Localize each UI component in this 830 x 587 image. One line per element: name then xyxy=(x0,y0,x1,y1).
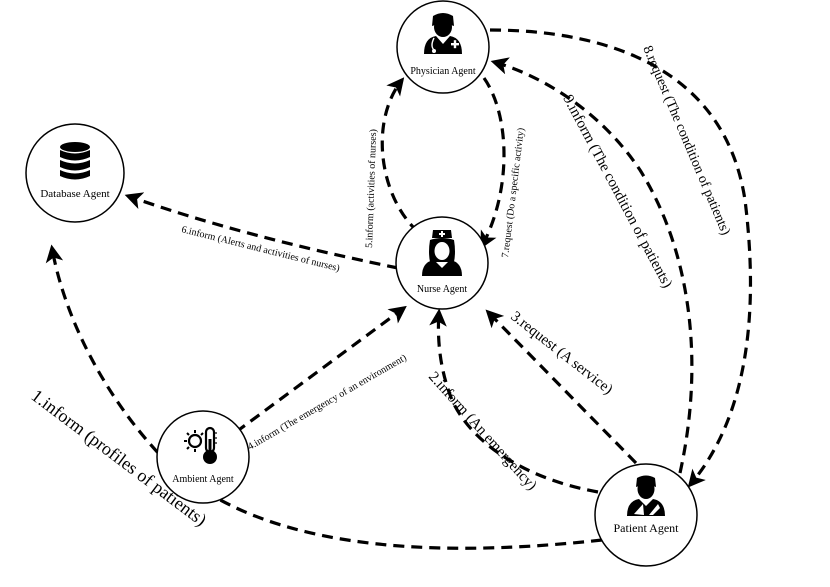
edge-3-patient-to-nurse xyxy=(485,309,638,465)
patient-agent-node: Patient Agent xyxy=(594,463,698,567)
database-agent-node: Database Agent xyxy=(25,123,125,223)
physician-agent-node: Physician Agent xyxy=(396,0,490,94)
patient-agent-label: Patient Agent xyxy=(614,521,680,535)
edges xyxy=(45,28,753,550)
edge-1-patient-to-database xyxy=(45,244,603,550)
nurse-icon xyxy=(422,230,462,276)
thermometer-sun-icon xyxy=(184,426,217,464)
edge-2-patient-to-nurse xyxy=(429,308,599,494)
patient-icon xyxy=(627,475,665,516)
edge-4-label: 4.inform (The emergency of an environmen… xyxy=(246,352,409,452)
edge-7-physician-to-nurse xyxy=(480,77,506,250)
doctor-icon xyxy=(424,13,462,54)
edge-labels: 1.inform (profiles of patients) 2.inform… xyxy=(27,44,733,531)
ambient-agent-node: Ambient Agent xyxy=(156,410,250,504)
edge-5-label: 5.inform (activities of nurses) xyxy=(364,129,379,248)
edge-8-physician-to-patient xyxy=(489,28,753,488)
physician-agent-label: Physician Agent xyxy=(410,66,475,77)
database-icon xyxy=(60,142,90,180)
nurse-agent-label: Nurse Agent xyxy=(417,284,467,295)
edge-9-label: 9.inform (The condition of patients) xyxy=(559,92,675,290)
nurse-agent-node: Nurse Agent xyxy=(395,216,489,310)
edge-8-label: 8.request (The condition of patients) xyxy=(639,44,733,238)
edge-6-label: 6.inform (Alerts and activities of nurse… xyxy=(180,224,341,274)
edge-2-label: 2.inform (An emergency) xyxy=(425,369,540,494)
edge-5-nurse-to-physician xyxy=(380,77,420,234)
edge-9-patient-to-physician xyxy=(490,57,694,474)
ambient-agent-label: Ambient Agent xyxy=(172,474,234,485)
database-agent-label: Database Agent xyxy=(40,188,109,200)
edge-3-label: 3.request (A service) xyxy=(508,309,616,398)
edge-6-nurse-to-database xyxy=(124,192,399,270)
